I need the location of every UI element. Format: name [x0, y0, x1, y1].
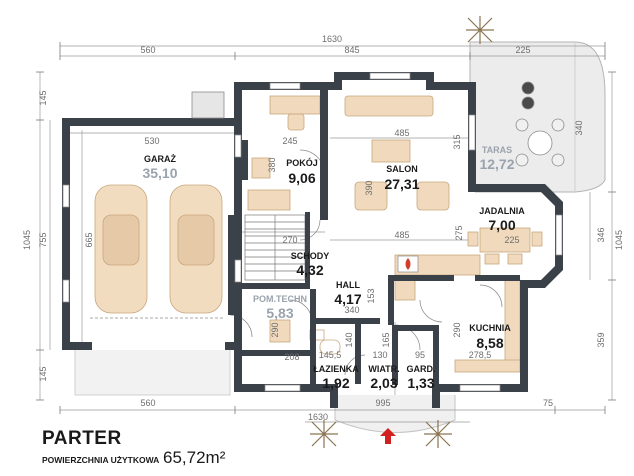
dim-gard-w: 95 — [415, 350, 425, 360]
dim-jadalnia-w: 225 — [504, 235, 519, 245]
plan-subtitle: POWIERZCHNIA UŻYTKOWA — [42, 455, 160, 465]
windows — [62, 72, 563, 392]
dim-left-bottom: 145 — [38, 366, 48, 381]
dim-lazienka-w: 145,5 — [319, 350, 342, 360]
dim-kuchnia-w: 278,5 — [469, 350, 492, 360]
room-name-salon: SALON — [386, 164, 418, 174]
dim-bottom-right: 75 — [543, 398, 553, 408]
plant-icon — [310, 16, 494, 448]
dim-garage-h: 665 — [84, 232, 94, 247]
room-area-schody: 4,32 — [296, 262, 323, 278]
stairs — [244, 214, 306, 281]
room-name-schody: SCHODY — [291, 251, 330, 261]
dim-pokoj-h: 380 — [267, 157, 277, 172]
dim-right-total: 1045 — [614, 230, 624, 250]
dim-kuchnia-h: 290 — [452, 322, 462, 337]
dimension-labels: 1630 560 845 225 560 995 75 1630 1045 75… — [22, 34, 624, 422]
dim-pom-h: 290 — [270, 322, 280, 337]
room-area-lazienka: 1,92 — [322, 375, 349, 391]
room-labels: GARAŻ 35,10 POKÓJ 9,06 SALON 27,31 TARAS… — [142, 145, 525, 391]
plan-total-area: 65,72m² — [163, 448, 226, 467]
dim-top-mid: 845 — [344, 45, 359, 55]
room-name-garaz: GARAŻ — [144, 154, 176, 164]
room-name-gard: GARD. — [407, 364, 436, 374]
room-name-pokoj: POKÓJ — [286, 157, 318, 168]
room-name-pom-techn: POM.TECHN — [253, 294, 307, 304]
room-area-gard: 1,33 — [407, 375, 434, 391]
dim-right-c: 359 — [596, 332, 606, 347]
room-name-jadalnia: JADALNIA — [479, 206, 525, 216]
dim-right-b: 340 — [574, 120, 584, 135]
dim-wiatr-w: 130 — [372, 350, 387, 360]
dim-schody-w: 270 — [282, 235, 297, 245]
fireplace-icon — [397, 255, 419, 273]
room-area-wiatr: 2,03 — [370, 375, 397, 391]
entry-arrow-icon — [380, 428, 396, 444]
dim-bottom-total: 1630 — [308, 412, 328, 422]
dim-top-total: 1630 — [322, 34, 342, 44]
room-name-taras: TARAS — [482, 145, 512, 155]
dim-hall-side: 153 — [366, 288, 376, 303]
plan-title: PARTER — [42, 428, 122, 449]
dim-hall-w: 485 — [394, 230, 409, 240]
terrace-furniture — [515, 81, 565, 167]
dim-pom-w: 208 — [284, 352, 299, 362]
dim-top-left: 560 — [140, 45, 155, 55]
dim-salon-w: 485 — [394, 128, 409, 138]
room-area-jadalnia: 7,00 — [488, 217, 515, 233]
room-area-taras: 12,72 — [479, 156, 514, 172]
dim-salon-side: 315 — [452, 134, 462, 149]
dim-garage-w: 530 — [144, 136, 159, 146]
room-area-pom-techn: 5,83 — [266, 305, 293, 321]
dim-jadalnia-h: 275 — [454, 225, 464, 240]
room-area-pokoj: 9,06 — [288, 170, 315, 186]
dim-lazienka-h: 140 — [344, 332, 354, 347]
terrace-surface — [74, 41, 606, 433]
room-name-lazienka: ŁAZIENKA — [313, 364, 359, 374]
room-name-hall: HALL — [336, 280, 360, 290]
dim-left-inner: 755 — [38, 232, 48, 247]
dim-top-right: 225 — [515, 45, 530, 55]
room-area-garaz: 35,10 — [142, 165, 177, 181]
dim-bottom-mid: 995 — [375, 398, 390, 408]
dim-left-total: 1045 — [22, 230, 32, 250]
dim-right-a: 346 — [596, 227, 606, 242]
room-area-salon: 27,31 — [384, 176, 419, 192]
room-area-kuchnia: 8,58 — [476, 335, 503, 351]
dim-salon-h: 390 — [364, 180, 374, 195]
room-area-hall: 4,17 — [334, 291, 361, 307]
room-name-kuchnia: KUCHNIA — [469, 323, 511, 333]
dim-bottom-left: 560 — [140, 398, 155, 408]
dim-left-top: 145 — [38, 90, 48, 105]
room-name-wiatr: WIATR. — [368, 364, 399, 374]
dim-wiatr-h: 165 — [381, 332, 391, 347]
dim-hall-h: 340 — [344, 305, 359, 315]
dim-pokoj-w: 245 — [282, 136, 297, 146]
dimension-ticks — [36, 42, 616, 414]
door-swings — [90, 149, 503, 376]
furniture — [94, 95, 543, 373]
